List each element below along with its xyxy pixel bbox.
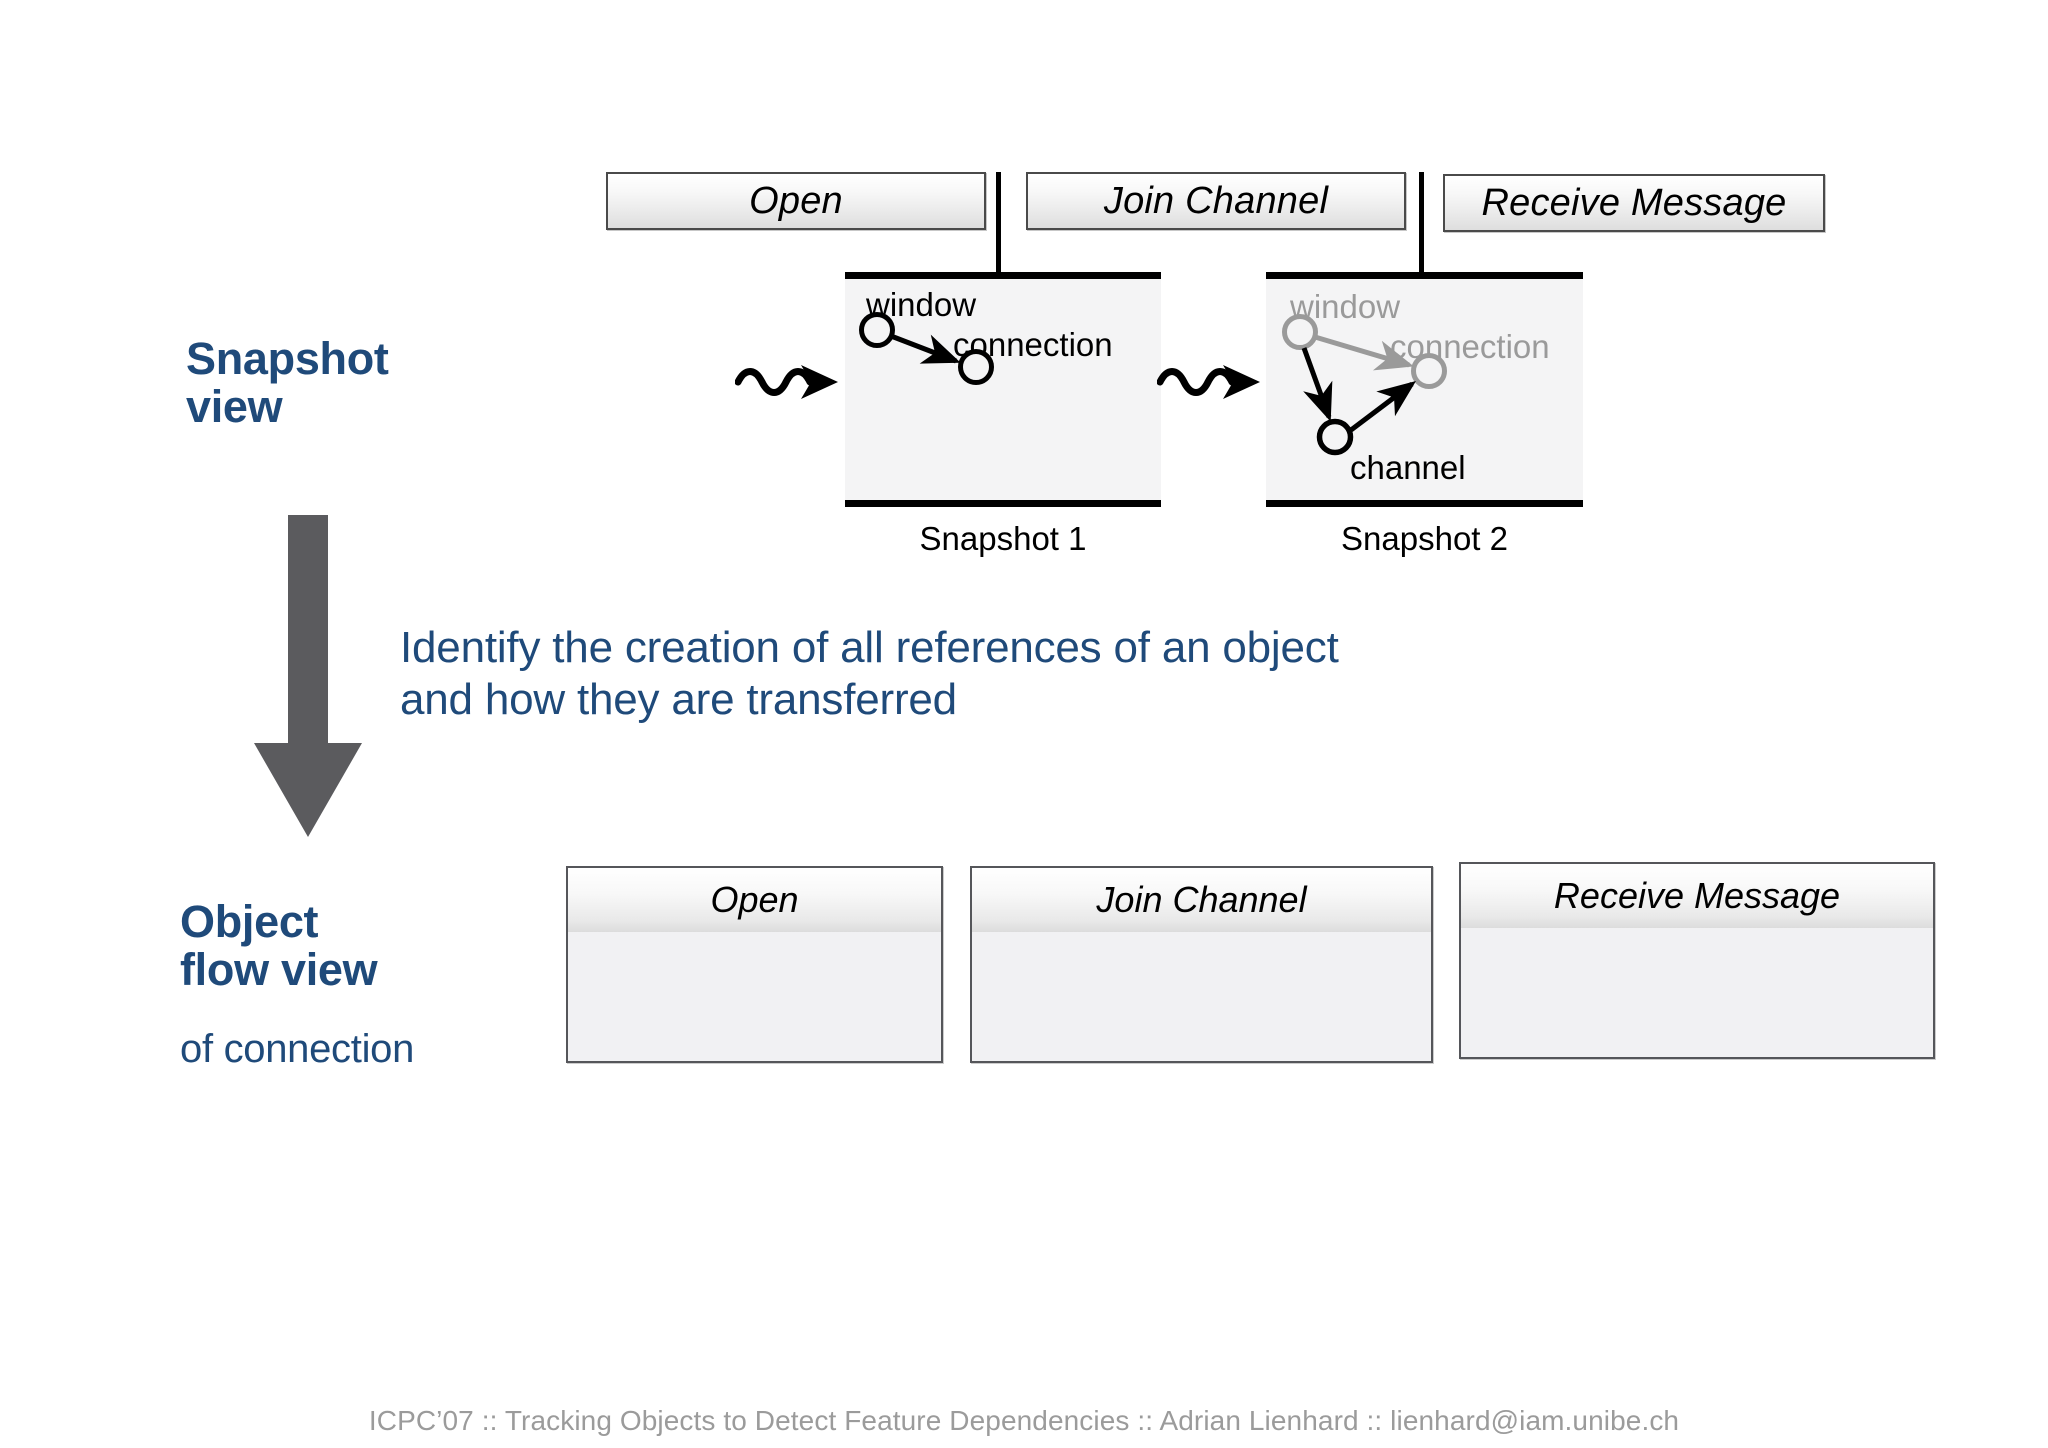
snapshot-2-edge-window-channel [1301,347,1333,422]
snapshot-1-caption: Snapshot 1 [919,520,1087,557]
flow-box-join-channel-body [972,932,1431,1061]
flow-box-receive-message[interactable]: Receive Message [1459,862,1935,1059]
feature-button-receive-message[interactable]: Receive Message [1443,174,1825,232]
snapshot-box-2: window connection channel [1266,272,1583,507]
flow-box-join-channel-header: Join Channel [972,868,1431,932]
feature-button-open-label: Open [749,179,843,222]
squiggly-arrow-into-snapshot2 [1157,365,1260,399]
heading-object-flow-view-sub: of connection [180,1027,415,1071]
snapshot-box-1: window connection [845,272,1161,507]
feature-button-open[interactable]: Open [606,172,986,230]
snapshot-2-edge-window-connection [1314,334,1414,371]
snapshot-1-node-connection [958,349,994,385]
feature-button-join-channel[interactable]: Join Channel [1026,172,1406,230]
flow-box-open[interactable]: Open [566,866,943,1063]
snapshot-2-caption: Snapshot 2 [1341,520,1508,557]
snapshot-2-node-label-channel: channel [1350,449,1466,486]
down-arrow-icon [254,515,362,837]
flow-box-receive-message-body [1461,928,1933,1057]
flow-box-receive-message-label: Receive Message [1553,875,1841,916]
snapshot-1-edge-window-connection [890,333,961,364]
squiggly-arrow-into-snapshot1 [735,365,838,399]
flow-box-join-channel[interactable]: Join Channel [970,866,1433,1063]
snapshot-1-bottom-bar [845,500,1161,507]
snapshot-1-node-window [859,312,895,348]
snapshot-2-object-graph [1282,314,1447,456]
snapshot-2-bottom-bar [1266,500,1583,507]
flow-box-open-label: Open [710,879,799,920]
snapshot-2-edge-channel-connection [1349,380,1416,432]
connector-line-join-channel-to-snapshot2 [1419,172,1424,282]
snapshot-2-top-bar [1266,272,1583,279]
heading-snapshot-view: Snapshot view [186,333,389,432]
snapshot-2-node-window [1282,314,1318,350]
snapshot-2-node-connection [1411,353,1447,389]
connector-line-open-to-snapshot1 [996,172,1001,282]
flow-box-open-body [568,932,941,1061]
flow-box-open-header: Open [568,868,941,932]
snapshot-1-top-bar [845,272,1161,279]
feature-button-receive-message-label: Receive Message [1481,181,1787,224]
flow-box-join-channel-label: Join Channel [1096,879,1307,920]
footer-text: ICPC’07 :: Tracking Objects to Detect Fe… [368,1405,1680,1436]
heading-object-flow-view: Object flow view [180,896,378,995]
snapshot-2-node-channel [1316,418,1354,456]
feature-button-join-channel-label: Join Channel [1103,179,1329,222]
flow-box-receive-message-header: Receive Message [1461,864,1933,928]
statement-text: Identify the creation of all references … [400,623,1339,724]
snapshot-1-object-graph [859,312,994,385]
